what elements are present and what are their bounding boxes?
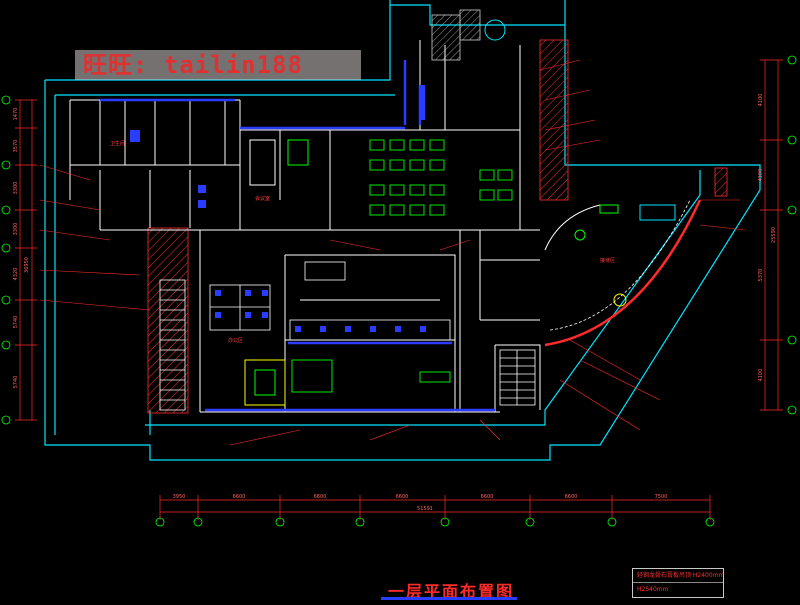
annotation-leaders	[39, 59, 746, 446]
curved-facade	[544, 199, 702, 347]
legend-box: 轻钢龙骨石膏板吊顶 H2400mm H2540mm	[632, 568, 724, 598]
room-label-office: 办公区	[228, 337, 243, 344]
dimension-lines	[15, 59, 783, 520]
dim-bottom-seg-2: 6600	[233, 494, 246, 500]
dim-bottom-seg-5: 6600	[481, 494, 494, 500]
dim-left-seg-6: 5740	[13, 316, 19, 329]
dim-right-seg-1: 4100	[758, 94, 764, 107]
dim-bottom-seg-6: 6600	[565, 494, 578, 500]
dim-right-total: 25590	[771, 227, 777, 243]
dim-left-seg-3: 3300	[13, 182, 19, 195]
watermark: 旺旺: tailin188	[75, 50, 361, 80]
interior-walls	[69, 40, 541, 413]
dim-left-total: 36950	[24, 257, 30, 273]
dim-left-seg-7: 5740	[13, 376, 19, 389]
grid-axis-bubbles	[1, 55, 797, 527]
dimension-text: 51591 3950 6600 6600 6600 6600 6600 7500…	[13, 94, 777, 512]
dim-bottom-total: 51591	[417, 506, 433, 512]
room-labels: 会议室 办公区 接待区 卫生间	[110, 140, 615, 344]
dim-bottom-seg-7: 7500	[655, 494, 668, 500]
dim-left-seg-4: 3300	[13, 223, 19, 236]
dim-right-seg-3: 5370	[758, 269, 764, 282]
dim-left-seg-2: 3570	[13, 140, 19, 153]
dim-right-seg-2: 4100	[758, 169, 764, 182]
plan-title: 一层平面布置图	[388, 582, 515, 601]
dim-right-seg-4: 4100	[758, 369, 764, 382]
furniture-workstations	[130, 85, 451, 341]
stairs	[159, 279, 536, 411]
room-label-meeting: 会议室	[255, 195, 270, 202]
dim-bottom-seg-1: 3950	[173, 494, 186, 500]
legend-row-1: 轻钢龙骨石膏板吊顶 H2400mm	[633, 569, 723, 583]
dim-left-seg-1: 1470	[13, 108, 19, 121]
room-label-reception: 接待区	[600, 257, 615, 264]
furniture-cafe	[291, 139, 513, 393]
plan-title-underline	[381, 597, 517, 600]
dim-left-seg-5: 4320	[13, 268, 19, 281]
legend-row-2: H2540mm	[637, 586, 669, 593]
room-label-toilet: 卫生间	[110, 140, 125, 147]
dim-bottom-seg-4: 6600	[396, 494, 409, 500]
dim-bottom-seg-3: 6600	[314, 494, 327, 500]
building-outline	[44, 0, 761, 461]
furniture-misc	[244, 19, 676, 406]
